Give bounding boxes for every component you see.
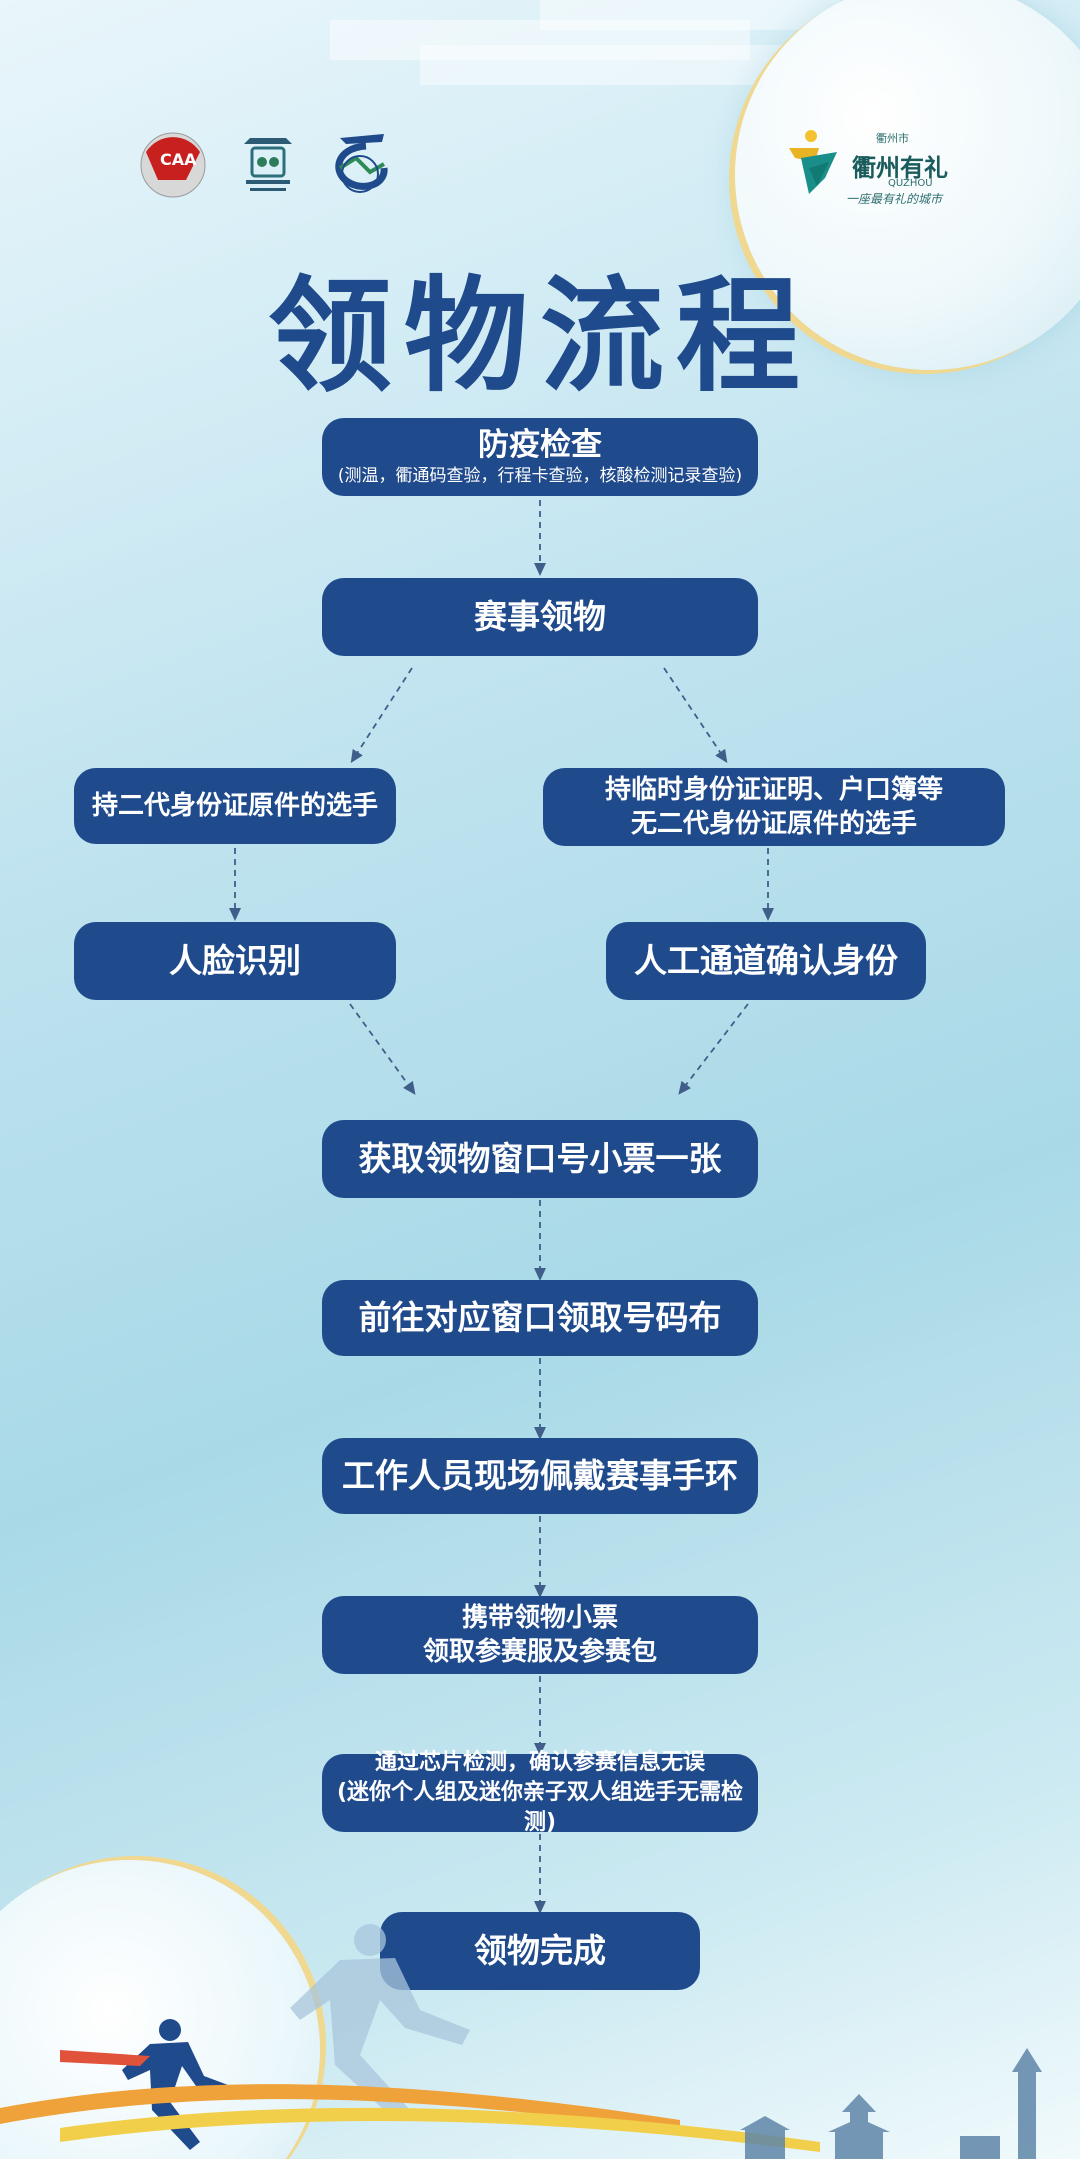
arrow-pickup-right (663, 667, 728, 763)
step-pickup: 赛事领物 (322, 578, 758, 656)
anniversary-logo (326, 128, 398, 204)
step-bib: 前往对应窗口领取号码布 (322, 1280, 758, 1356)
step-pack-line1: 携带领物小票 (461, 1603, 618, 1633)
page-title: 领物流程 (267, 265, 812, 409)
arrow-face-ticket (349, 1003, 416, 1095)
quzhou-city-icon (785, 128, 845, 200)
step-epidemic-label: 防疫检查 (478, 427, 602, 463)
runner-silhouette-small (122, 2019, 236, 2150)
step-race-pack: 携带领物小票 领取参赛服及参赛包 (322, 1596, 758, 1674)
runner-silhouette-large (290, 1924, 470, 2120)
bottom-decoration (0, 1924, 1042, 2159)
step-ticket: 获取领物窗口号小票一张 (322, 1120, 758, 1198)
step-id-card: 持二代身份证原件的选手 (74, 768, 396, 844)
decor-circle-top (735, 0, 1080, 370)
step-pack-line2: 领取参赛服及参赛包 (422, 1637, 657, 1667)
step-chip-line2: (迷你个人组及迷你亲子双人组选手无需检测) (336, 1780, 744, 1835)
step-bib-label: 前往对应窗口领取号码布 (358, 1298, 722, 1337)
step-face-recognition: 人脸识别 (74, 922, 396, 1000)
step-done-label: 领物完成 (474, 1931, 606, 1970)
step-chip-line1: 通过芯片检测，确认参赛信息无误 (374, 1750, 705, 1775)
step-temp-id-line1: 持临时身份证证明、户口簿等 (604, 775, 943, 805)
step-wristband: 工作人员现场佩戴赛事手环 (322, 1438, 758, 1514)
step-manual-label: 人工通道确认身份 (634, 941, 898, 980)
city-skyline (740, 2048, 1042, 2159)
step-epidemic-detail: (测温，衢通码查验，行程卡查验，核酸检测记录查验) (337, 466, 743, 486)
decor-band (420, 45, 800, 85)
step-id-card-label: 持二代身份证原件的选手 (91, 791, 378, 821)
ribbon-yellow (60, 2107, 820, 2152)
step-wristband-label: 工作人员现场佩戴赛事手环 (342, 1456, 738, 1495)
step-ticket-label: 获取领物窗口号小票一张 (358, 1139, 722, 1178)
quzhou-brand-name: 衢州有礼 (852, 154, 948, 182)
arrow-manual-ticket (678, 1003, 749, 1095)
decor-band (330, 20, 750, 60)
step-face-label: 人脸识别 (169, 941, 301, 980)
caa-logo-text: CAA (160, 150, 197, 169)
quzhou-brand-pinyin: QUZHOU (888, 178, 933, 189)
caa-logo: CAA (138, 132, 208, 198)
ribbon-red (60, 2050, 150, 2066)
quzhou-top-label: 衢州市 (876, 132, 909, 145)
arrow-pickup-left (350, 667, 413, 764)
quzhou-marathon-logo (238, 130, 298, 202)
quzhou-slogan: 一座最有礼的城市 (846, 192, 943, 206)
ribbon-orange (0, 2084, 680, 2132)
step-temp-id-line2: 无二代身份证原件的选手 (630, 809, 917, 839)
decor-band (540, 0, 840, 30)
step-pickup-label: 赛事领物 (474, 597, 606, 636)
step-temp-id: 持临时身份证证明、户口簿等 无二代身份证原件的选手 (543, 768, 1005, 846)
step-chip-check: 通过芯片检测，确认参赛信息无误 (迷你个人组及迷你亲子双人组选手无需检测) (322, 1750, 758, 1835)
step-manual-channel: 人工通道确认身份 (606, 922, 926, 1000)
step-done: 领物完成 (380, 1912, 700, 1990)
step-epidemic-check: 防疫检查 (测温，衢通码查验，行程卡查验，核酸检测记录查验) (322, 418, 758, 496)
